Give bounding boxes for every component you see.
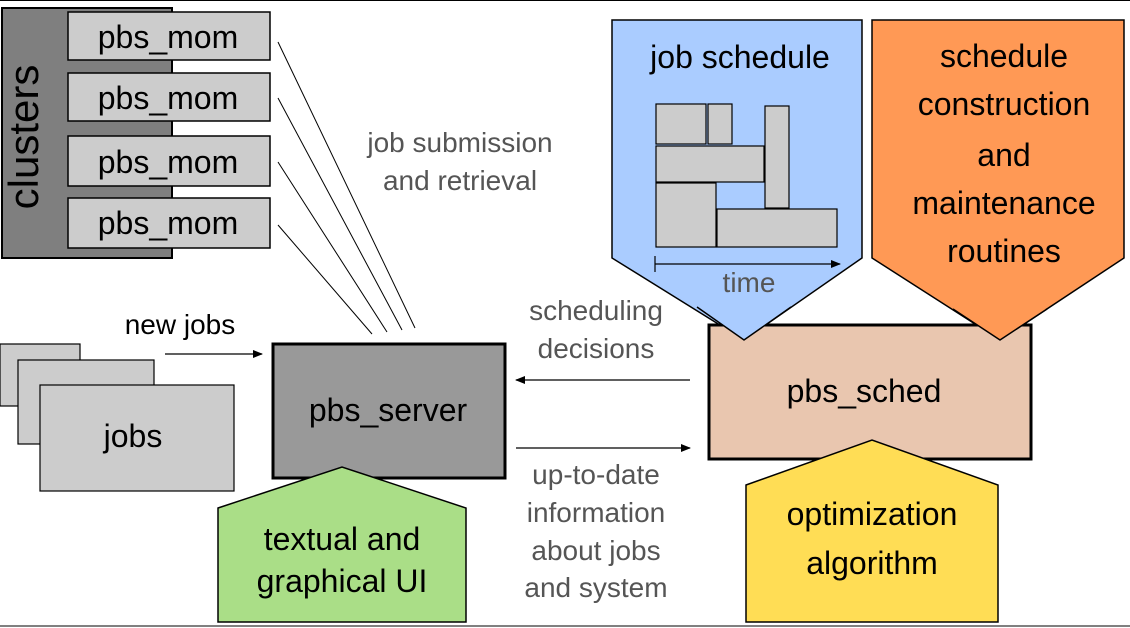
pbs-sched-group: pbs_sched xyxy=(707,323,1033,461)
pbs-sched-label: pbs_sched xyxy=(787,373,942,409)
job-schedule-title: job schedule xyxy=(649,39,830,75)
pbs-server-box xyxy=(271,342,507,480)
connection-line xyxy=(277,161,388,333)
schedule-routines-line2: construction xyxy=(918,86,1091,122)
schedule-routines-shape xyxy=(871,19,1125,341)
information-line4: and system xyxy=(524,572,667,603)
pbs-mom-1: pbs_mom xyxy=(67,11,271,61)
pbs-mom-box xyxy=(67,72,271,122)
schedule-block xyxy=(655,103,707,145)
schedule-block xyxy=(655,145,765,183)
optimization-line2: algorithm xyxy=(806,545,938,581)
pbs-mom-label: pbs_mom xyxy=(98,80,239,116)
schedule-routines-line3: and xyxy=(977,137,1030,173)
information-line1: up-to-date xyxy=(532,459,660,490)
connection-line xyxy=(277,41,416,329)
pbs-mom-label: pbs_mom xyxy=(98,19,239,55)
schedule-routines-group: schedule construction and maintenance ro… xyxy=(871,19,1125,341)
information-line3: about jobs xyxy=(531,535,660,566)
job-schedule-group: job schedule time xyxy=(611,19,863,341)
schedule-block xyxy=(764,105,790,209)
pbs-mom-2: pbs_mom xyxy=(67,72,271,122)
pbs-mom-label: pbs_mom xyxy=(98,144,239,180)
job-submission-label-line1: job submission xyxy=(366,127,552,158)
connection-line xyxy=(277,97,403,331)
schedule-routines-line4: maintenance xyxy=(912,185,1095,221)
jobs-label: jobs xyxy=(103,418,163,454)
job-schedule-tip xyxy=(697,307,791,340)
ui-shape xyxy=(217,466,467,623)
pbs-server-label: pbs_server xyxy=(309,392,468,428)
job-submission-label-line2: and retrieval xyxy=(383,165,537,196)
pbs-mom-box xyxy=(67,135,271,187)
pbs-mom-3: pbs_mom xyxy=(67,135,271,187)
optimization-shape xyxy=(745,439,999,623)
jobs-stack: jobs xyxy=(0,343,235,492)
optimization-group: optimization algorithm xyxy=(745,439,999,623)
schedule-block xyxy=(716,208,838,248)
clusters-group: clusters pbs_mom pbs_mom pbs_mom pbs_mom xyxy=(0,7,271,259)
schedule-block xyxy=(707,103,733,145)
pbs-server-group: pbs_server xyxy=(271,342,507,480)
ui-label-line2: graphical UI xyxy=(257,563,428,599)
schedule-routines-line5: routines xyxy=(947,233,1061,269)
connection-line xyxy=(277,224,373,335)
pbs-mom-4: pbs_mom xyxy=(67,197,271,249)
clusters-label: clusters xyxy=(0,65,47,210)
schedule-block xyxy=(655,182,717,248)
schedule-routines-line1: schedule xyxy=(940,38,1068,74)
job-schedule-tip-outline xyxy=(696,306,792,341)
scheduling-decisions-line2: decisions xyxy=(538,333,655,364)
schedule-routines-tip-outline xyxy=(952,308,1048,341)
pbs-mom-label: pbs_mom xyxy=(98,205,239,241)
time-axis-label: time xyxy=(723,267,776,298)
schedule-blocks xyxy=(655,103,838,248)
schedule-routines-tip xyxy=(953,309,1047,340)
pbs-mom-box xyxy=(67,197,271,249)
optimization-line1: optimization xyxy=(787,496,958,532)
pbs-mom-box xyxy=(67,11,271,61)
mom-server-connections xyxy=(277,41,416,335)
information-line2: information xyxy=(527,497,666,528)
ui-group: textual and graphical UI xyxy=(217,466,467,623)
new-jobs-label: new jobs xyxy=(125,309,236,340)
pbs-sched-box xyxy=(707,323,1033,461)
ui-label-line1: textual and xyxy=(264,521,421,557)
job-card xyxy=(39,384,235,492)
scheduling-decisions-line1: scheduling xyxy=(529,295,663,326)
